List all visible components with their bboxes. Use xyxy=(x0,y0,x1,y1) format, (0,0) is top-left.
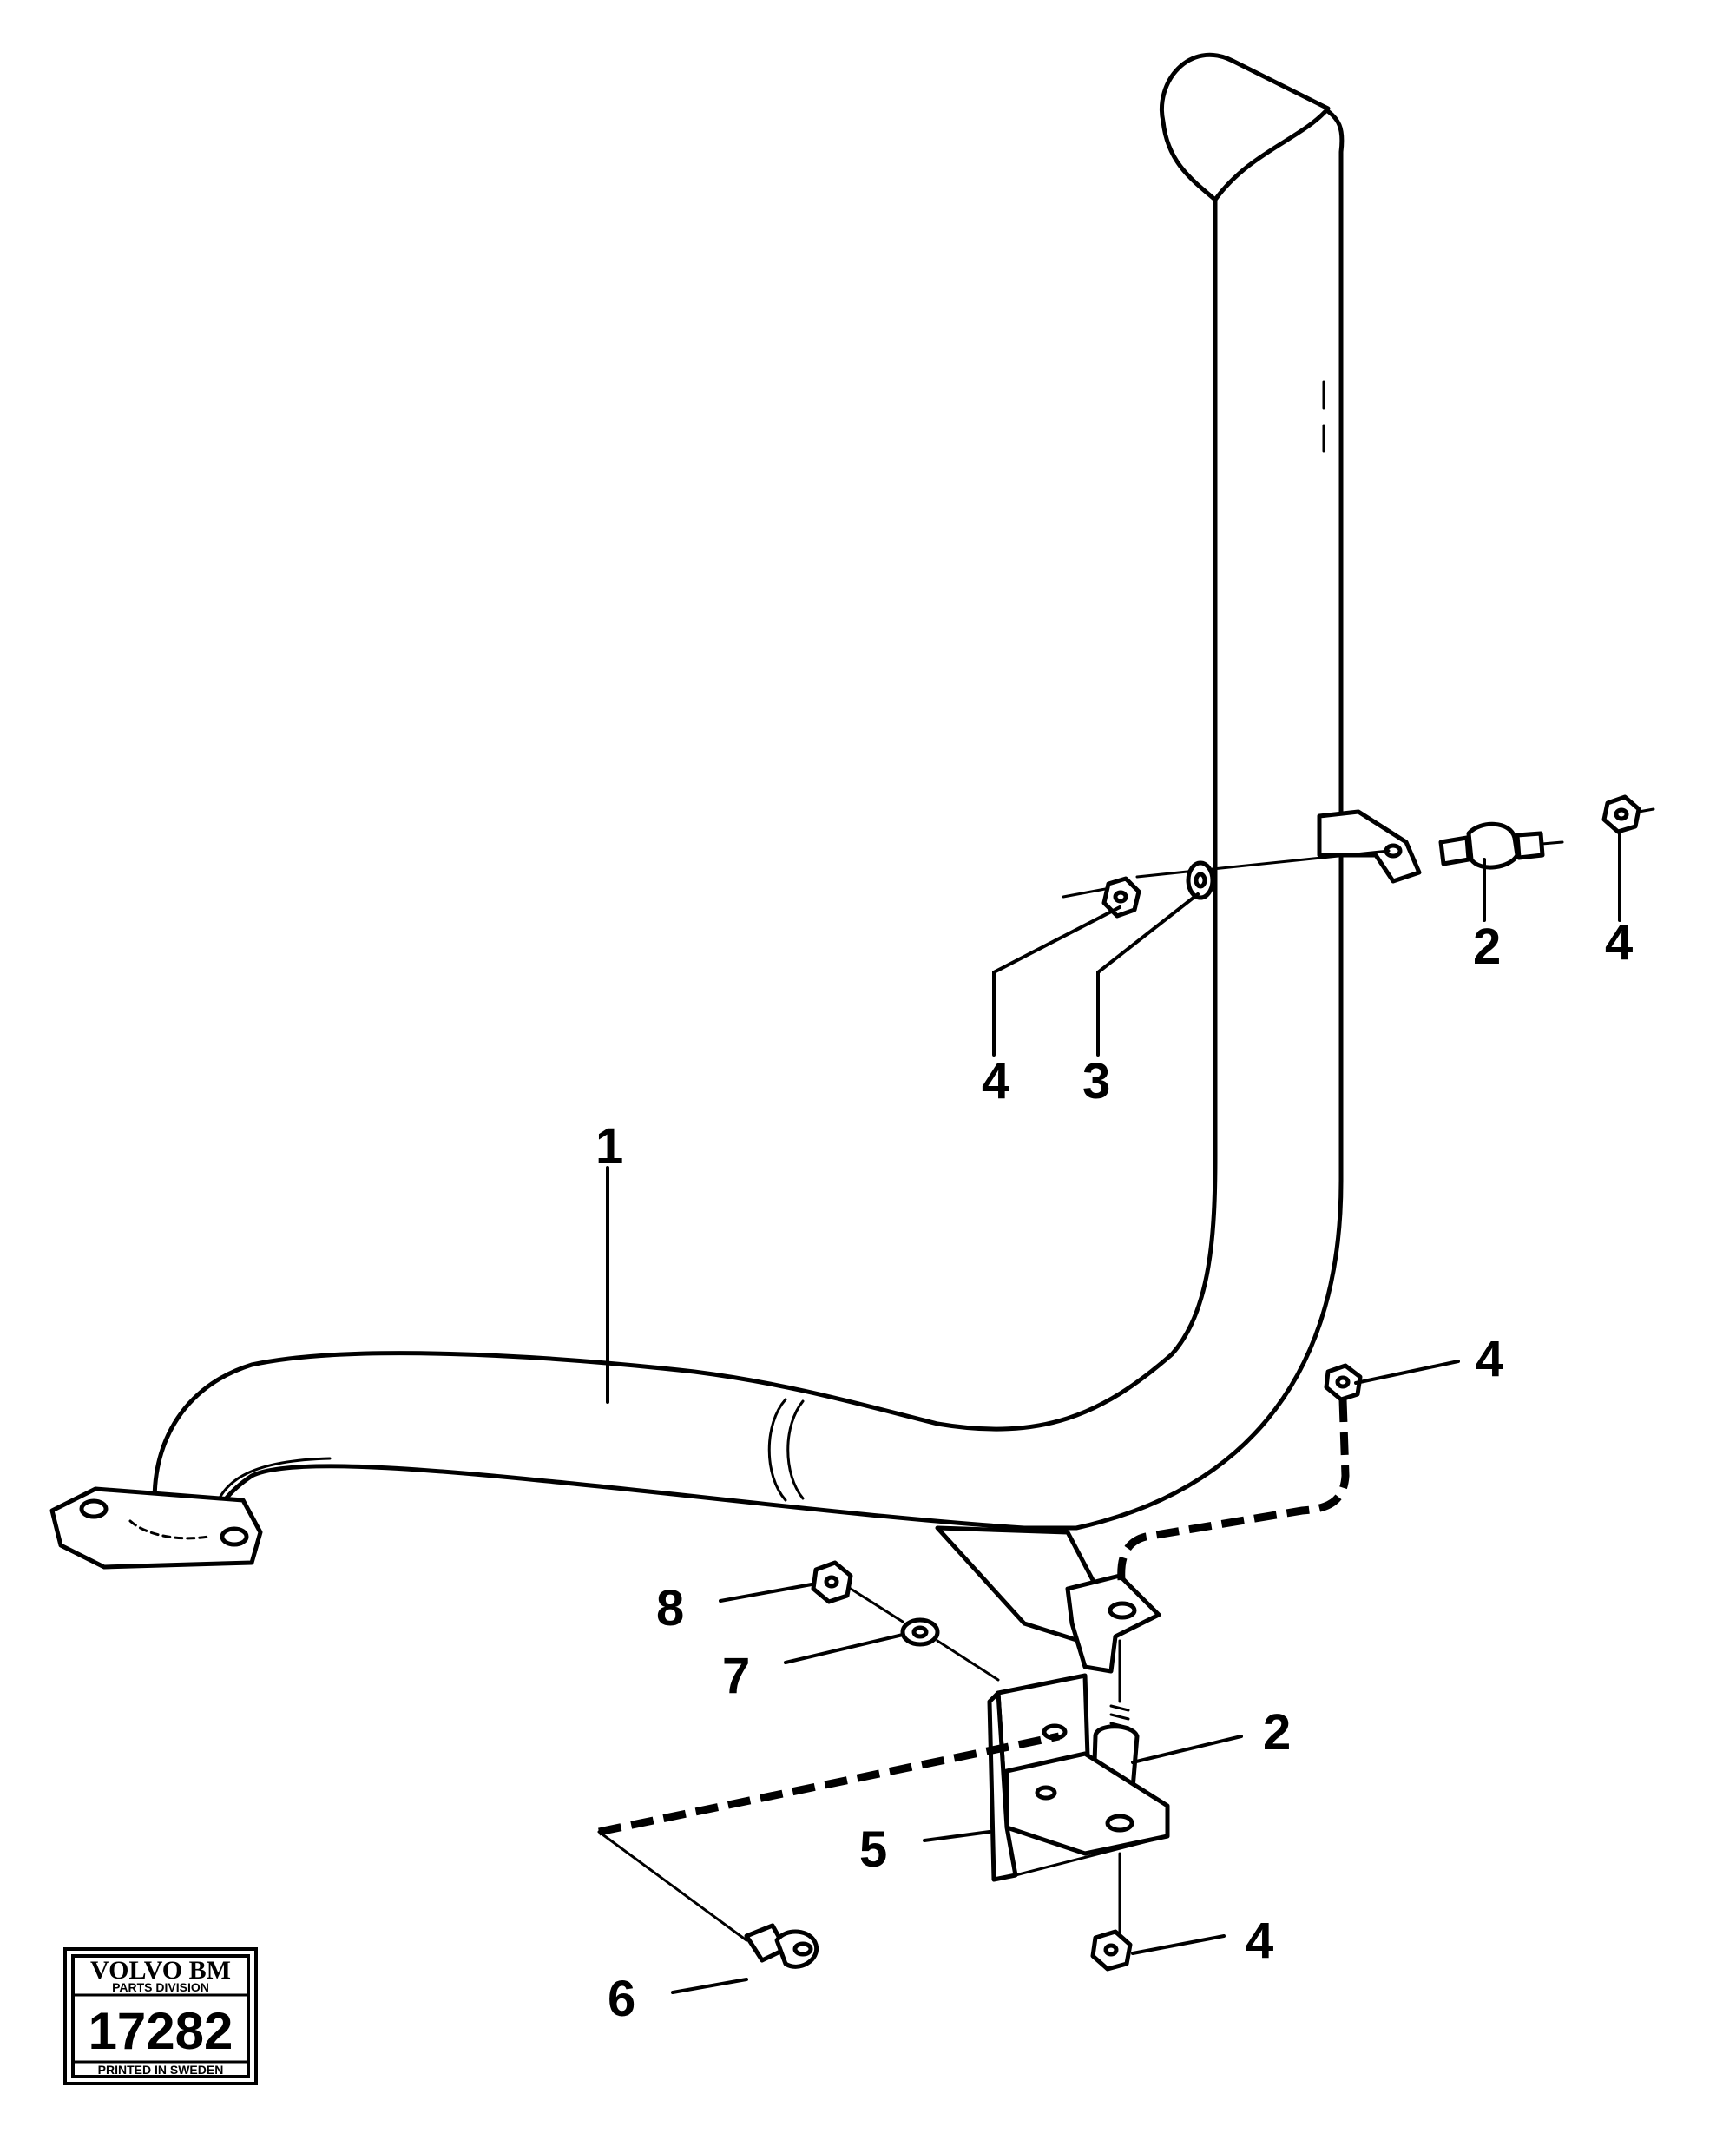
exhaust-pipe-body xyxy=(152,62,1345,1531)
rubber-mount-upper xyxy=(1438,821,1564,870)
lower-pipe-bracket xyxy=(935,1525,1161,1674)
callout-4-upper-right: 4 xyxy=(1605,914,1633,971)
callout-3: 3 xyxy=(1082,1053,1110,1110)
exhaust-pipe xyxy=(152,52,1345,1531)
callout-2-upper: 2 xyxy=(1473,919,1501,975)
callout-2-lower: 2 xyxy=(1263,1704,1291,1761)
stamp-brand: VOLVO BM xyxy=(90,1956,231,1985)
callout-8: 8 xyxy=(656,1580,684,1636)
callout-4-middle: 4 xyxy=(1476,1331,1503,1387)
stamp-division: PARTS DIVISION xyxy=(112,1980,209,1994)
callout-labels: 1 2 4 4 3 4 8 7 2 5 4 6 xyxy=(595,914,1633,2027)
exhaust-flange xyxy=(49,1486,263,1570)
upper-pipe-bracket xyxy=(1317,809,1422,884)
volvo-bm-stamp: VOLVO BM PARTS DIVISION 17282 PRINTED IN… xyxy=(63,1947,258,2085)
callout-1: 1 xyxy=(595,1118,623,1175)
upper-fastener-set xyxy=(1062,794,1655,919)
bolt-6 xyxy=(744,1923,819,1969)
callout-6: 6 xyxy=(608,1971,635,2027)
callout-4-upper-left: 4 xyxy=(982,1053,1009,1110)
stamp-printed: PRINTED IN SWEDEN xyxy=(98,2063,224,2077)
mounting-bracket-5 xyxy=(987,1673,1170,1882)
callout-7: 7 xyxy=(722,1648,750,1704)
lower-fastener-set xyxy=(597,1363,1363,1972)
leader-lines xyxy=(606,832,1621,1994)
stamp-number: 17282 xyxy=(89,2002,233,2060)
callout-5: 5 xyxy=(859,1821,887,1878)
callout-4-lower: 4 xyxy=(1246,1913,1273,1969)
